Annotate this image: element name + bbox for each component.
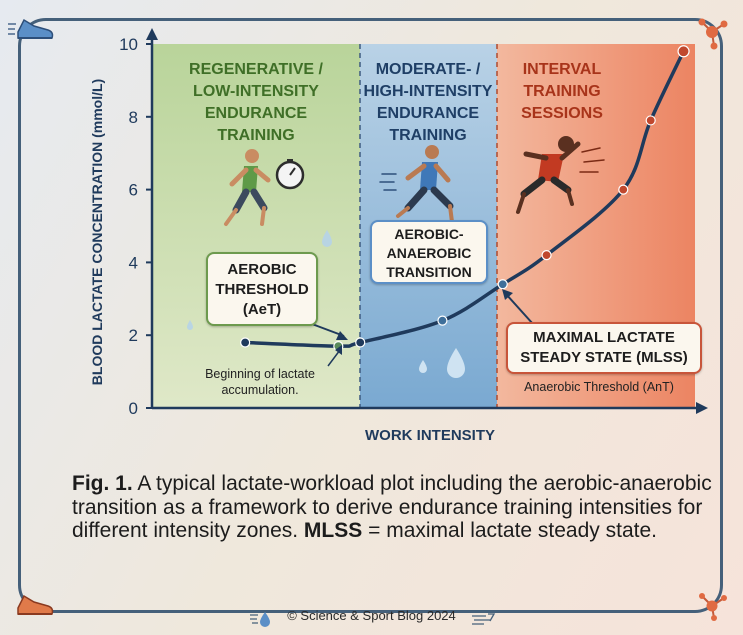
transition-box: AEROBIC- ANAEROBIC TRANSITION bbox=[370, 220, 488, 284]
zone-title-line: HIGH-INTENSITY bbox=[364, 83, 493, 100]
data-point bbox=[541, 250, 552, 261]
data-point bbox=[355, 337, 366, 348]
transition-box-line: AEROBIC- bbox=[394, 226, 464, 242]
water-drop-icon bbox=[250, 612, 270, 627]
y-axis-arrow bbox=[146, 28, 158, 40]
runner-icon bbox=[379, 145, 454, 224]
aet-box: AEROBIC THRESHOLD (AeT) bbox=[206, 252, 318, 326]
speed-lines-icon bbox=[472, 613, 496, 625]
molecule-icon bbox=[698, 18, 728, 50]
transition-box-line: TRANSITION bbox=[386, 264, 472, 280]
water-drop-icon bbox=[187, 320, 193, 330]
zone-title-line: MODERATE- / bbox=[376, 61, 481, 78]
y-tick-label: 0 bbox=[129, 399, 138, 418]
caption-text: A typical lactate-workload plot includin… bbox=[72, 472, 712, 542]
caption-text-end: = maximal lactate steady state. bbox=[362, 519, 657, 542]
water-drop-icon bbox=[419, 360, 427, 373]
zone-title-line: TRAINING bbox=[523, 83, 600, 100]
data-point bbox=[618, 184, 629, 195]
aet-note-arrow bbox=[327, 349, 341, 367]
x-axis-label: WORK INTENSITY bbox=[365, 427, 495, 444]
zone-title-line: TRAINING bbox=[389, 127, 466, 144]
mlss-box-line: STEADY STATE (MLSS) bbox=[520, 349, 688, 366]
runner-icon bbox=[224, 149, 271, 226]
y-axis-label: BLOOD LACTATE CONCENTRATION (mmol/L) bbox=[89, 79, 105, 385]
transition-box-line: ANAEROBIC bbox=[386, 245, 472, 261]
aet-note: Beginning of lactate accumulation. bbox=[186, 366, 334, 398]
zone-title-line: TRAINING bbox=[217, 127, 294, 144]
aet-box-line: (AeT) bbox=[242, 301, 282, 318]
zone-title-line: REGENERATIVE / bbox=[189, 61, 324, 78]
y-tick-label: 8 bbox=[129, 108, 138, 127]
y-tick-label: 4 bbox=[129, 253, 138, 272]
y-tick-label: 10 bbox=[119, 35, 138, 54]
aet-box-line: AEROBIC bbox=[227, 261, 297, 278]
zone-title-line: LOW-INTENSITY bbox=[193, 83, 319, 100]
zone-title-line: ENDURANCE bbox=[205, 105, 308, 122]
figure-caption: Fig. 1. A typical lactate-workload plot … bbox=[72, 472, 712, 543]
aet-arrowhead bbox=[336, 331, 348, 340]
footer-credit: © Science & Sport Blog 2024 bbox=[287, 608, 456, 623]
data-point bbox=[437, 315, 448, 326]
zone-title-line: SESSIONS bbox=[521, 105, 603, 122]
mlss-arrow bbox=[505, 293, 534, 325]
figure-label: Fig. 1. bbox=[72, 472, 133, 495]
y-tick-label: 2 bbox=[129, 326, 138, 345]
water-drop-icon bbox=[447, 348, 465, 378]
aet-note-line: Beginning of lactate bbox=[205, 367, 315, 381]
zone-title-line: INTERVAL bbox=[523, 61, 602, 78]
data-point bbox=[240, 337, 251, 348]
running-shoe-icon bbox=[8, 18, 54, 39]
y-tick-label: 6 bbox=[129, 181, 138, 200]
mlss-box: MAXIMAL LACTATE STEADY STATE (MLSS) bbox=[506, 322, 702, 374]
aet-note-arrowhead bbox=[335, 345, 342, 355]
data-point bbox=[677, 45, 690, 58]
mlss-arrowhead bbox=[502, 289, 513, 300]
mlss-box-line: MAXIMAL LACTATE bbox=[533, 329, 675, 346]
running-shoe-icon bbox=[17, 594, 54, 615]
mlss-note: Anaerobic Threshold (AnT) bbox=[524, 380, 674, 394]
aet-box-line: THRESHOLD bbox=[215, 281, 309, 298]
zone-title-line: ENDURANCE bbox=[377, 105, 480, 122]
runner-icon bbox=[516, 136, 605, 214]
x-axis-arrow bbox=[696, 402, 708, 414]
stopwatch-icon bbox=[275, 159, 305, 190]
caption-bold-term: MLSS bbox=[303, 519, 363, 542]
data-point bbox=[497, 279, 508, 290]
water-drop-icon bbox=[322, 230, 332, 247]
page-frame bbox=[18, 18, 723, 613]
aet-note-line: accumulation. bbox=[221, 383, 299, 397]
data-point bbox=[645, 115, 656, 126]
molecule-icon bbox=[699, 593, 727, 621]
